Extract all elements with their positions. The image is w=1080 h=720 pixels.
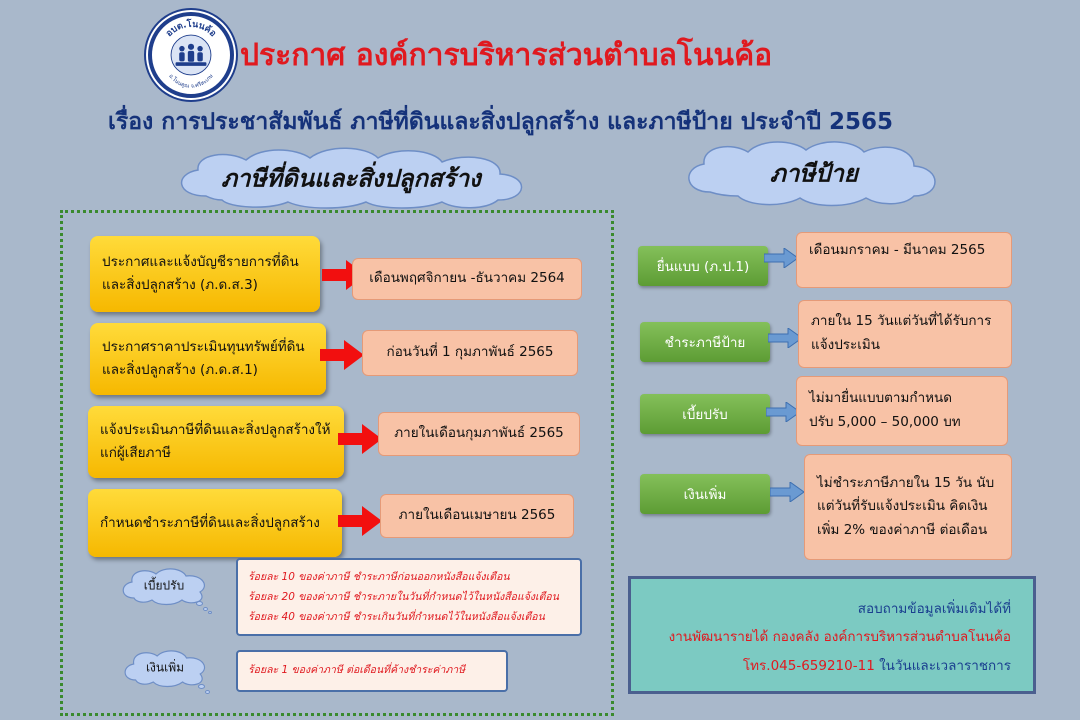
bubble-dot [198, 684, 205, 689]
contact-line-1: สอบถามข้อมูลเพิ่มเติมได้ที่ [857, 601, 1011, 617]
organization-logo: อบต.โนนค้อ อ.โนนคูณ จ.ศรีสะเกษ [148, 12, 234, 98]
sign-tax-item-4-line-2: แต่วันที่รับแจ้งประเมิน คิดเงิน [817, 498, 988, 515]
arrow-right-icon [338, 506, 382, 536]
sign-tax-item-3-line-1: ไม่มายื่นแบบตามกำหนด [809, 390, 953, 407]
sign-tax-item-4-line-3: เพิ่ม 2% ของค่าภาษี ต่อเดือน [817, 521, 988, 538]
land-tax-heading-cloud: ภาษีที่ดินและสิ่งปลูกสร้าง [166, 146, 536, 210]
land-tax-step-3-date: ภายในเดือนกุมภาพันธ์ 2565 [378, 412, 580, 456]
land-tax-surcharge-box: ร้อยละ 1 ของค่าภาษี ต่อเดือนที่ค้างชำระค… [236, 650, 508, 692]
fine-line-2: ร้อยละ 20 ของค่าภาษี ชำระภายในวันที่กำหน… [248, 590, 559, 603]
sign-tax-item-4-detail: ไม่ชำระภาษีภายใน 15 วัน นับ แต่วันที่รับ… [804, 454, 1012, 560]
sign-tax-item-4-line-1: ไม่ชำระภาษีภายใน 15 วัน นับ [817, 474, 995, 491]
sign-tax-item-3-line-2: ปรับ 5,000 – 50,000 บท [809, 414, 961, 430]
contact-phone: โทร.045-659210-11 [742, 657, 875, 674]
sign-tax-item-4-label: เงินเพิ่ม [640, 474, 770, 514]
fine-bubble: เบี้ยปรับ [118, 566, 210, 606]
land-tax-step-2-text: ประกาศราคาประเมินทุนทรัพย์ที่ดินและสิ่งป… [102, 339, 305, 378]
surcharge-bubble-label: เงินเพิ่ม [145, 660, 185, 675]
land-tax-step-1-date-text: เดือนพฤศจิกายน -ธันวาคม 2564 [369, 270, 565, 287]
land-tax-step-3-text: แจ้งประเมินภาษีที่ดินและสิ่งปลูกสร้างให้… [100, 422, 331, 461]
contact-hours: ในวันและเวลาราชการ [879, 657, 1011, 674]
bubble-dot [208, 611, 212, 614]
arrow-right-icon [338, 424, 382, 454]
land-tax-step-3: แจ้งประเมินภาษีที่ดินและสิ่งปลูกสร้างให้… [88, 406, 344, 478]
sign-tax-item-3-label: เบี้ยปรับ [640, 394, 770, 434]
announcement-title: ประกาศ องค์การบริหารส่วนตำบลโนนค้อ [240, 38, 773, 73]
bubble-dot [203, 607, 208, 611]
land-tax-heading: ภาษีที่ดินและสิ่งปลูกสร้าง [221, 164, 481, 193]
contact-info-box: สอบถามข้อมูลเพิ่มเติมได้ที่ งานพัฒนารายไ… [628, 576, 1036, 694]
sign-tax-item-1-label-text: ยื่นแบบ (ภ.ป.1) [656, 259, 750, 275]
announcement-subtitle: เรื่อง การประชาสัมพันธ์ ภาษีที่ดินและสิ่… [108, 109, 894, 135]
logo-text-bottom: อ.โนนคูณ จ.ศรีสะเกษ [167, 73, 215, 90]
sign-tax-item-2-line-1: ภายใน 15 วันแต่วันที่ได้รับการ [811, 313, 992, 330]
land-tax-step-4-date: ภายในเดือนเมษายน 2565 [380, 494, 574, 538]
sign-tax-item-4-label-text: เงินเพิ่ม [683, 487, 727, 503]
land-tax-step-4: กำหนดชำระภาษีที่ดินและสิ่งปลูกสร้าง [88, 489, 342, 557]
surcharge-bubble: เงินเพิ่ม [120, 648, 210, 688]
sign-tax-item-1-detail: เดือนมกราคม - มีนาคม 2565 [796, 232, 1012, 288]
land-tax-step-2-date-text: ก่อนวันที่ 1 กุมภาพันธ์ 2565 [386, 344, 554, 361]
fine-line-3: ร้อยละ 40 ของค่าภาษี ชำระเกินวันที่กำหนด… [248, 610, 545, 623]
land-tax-step-4-text: กำหนดชำระภาษีที่ดินและสิ่งปลูกสร้าง [100, 514, 320, 531]
land-tax-step-1-date: เดือนพฤศจิกายน -ธันวาคม 2564 [352, 258, 582, 300]
sign-tax-item-2-line-2: แจ้งประเมิน [811, 337, 881, 353]
land-tax-step-2-date: ก่อนวันที่ 1 กุมภาพันธ์ 2565 [362, 330, 578, 376]
arrow-right-icon [768, 328, 802, 348]
arrow-right-icon [764, 248, 798, 268]
land-tax-fine-box: ร้อยละ 10 ของค่าภาษี ชำระภาษีก่อนออกหนัง… [236, 558, 582, 636]
contact-line-2: งานพัฒนารายได้ กองคลัง องค์การบริหารส่วน… [668, 629, 1011, 646]
land-tax-step-3-date-text: ภายในเดือนกุมภาพันธ์ 2565 [394, 425, 564, 442]
sign-tax-item-2-label: ชำระภาษีป้าย [640, 322, 770, 362]
land-tax-step-4-date-text: ภายในเดือนเมษายน 2565 [398, 507, 556, 524]
bubble-dot [205, 690, 210, 694]
sign-tax-item-2-label-text: ชำระภาษีป้าย [664, 335, 746, 351]
sign-tax-item-2-detail: ภายใน 15 วันแต่วันที่ได้รับการ แจ้งประเม… [798, 300, 1012, 368]
land-tax-step-1-text: ประกาศและแจ้งบัญชีรายการที่ดินและสิ่งปลู… [102, 254, 299, 293]
contact-line-3: โทร.045-659210-11 ในวันและเวลาราชการ [641, 652, 1011, 680]
land-tax-step-2: ประกาศราคาประเมินทุนทรัพย์ที่ดินและสิ่งป… [90, 323, 326, 395]
bubble-dot [196, 601, 203, 606]
arrow-right-icon [770, 482, 804, 502]
arrow-right-icon [766, 402, 800, 422]
land-tax-frame [60, 210, 614, 716]
sign-tax-item-1-label: ยื่นแบบ (ภ.ป.1) [638, 246, 768, 286]
arrow-right-icon [320, 340, 364, 370]
fine-line-1: ร้อยละ 10 ของค่าภาษี ชำระภาษีก่อนออกหนัง… [248, 571, 510, 583]
sign-tax-item-1-line-1: เดือนมกราคม - มีนาคม 2565 [809, 242, 986, 258]
sign-tax-item-3-detail: ไม่มายื่นแบบตามกำหนด ปรับ 5,000 – 50,000… [796, 376, 1008, 446]
sign-tax-item-3-label-text: เบี้ยปรับ [682, 407, 728, 423]
land-tax-step-1: ประกาศและแจ้งบัญชีรายการที่ดินและสิ่งปลู… [90, 236, 320, 312]
sign-tax-heading-cloud: ภาษีป้าย [676, 138, 952, 208]
surcharge-line-1: ร้อยละ 1 ของค่าภาษี ต่อเดือนที่ค้างชำระค… [248, 664, 466, 677]
fine-bubble-label: เบี้ยปรับ [143, 578, 185, 593]
sign-tax-heading: ภาษีป้าย [770, 159, 858, 188]
